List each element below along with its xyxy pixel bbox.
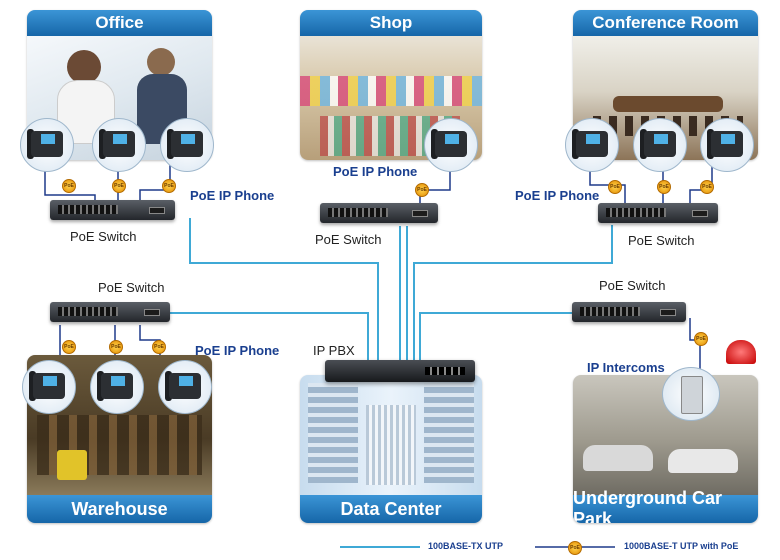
alarm-siren-icon [726, 340, 756, 364]
office-title: Office [27, 10, 212, 36]
warehouse-ip-phone-3 [158, 360, 212, 414]
poe-marker: PoE [109, 340, 123, 354]
office-ip-phone-1 [20, 118, 74, 172]
warehouse-ip-phone-2 [90, 360, 144, 414]
conference-ip-phone-2 [633, 118, 687, 172]
legend-poe-marker: PoE [568, 541, 582, 555]
conference-ip-phone-1 [565, 118, 619, 172]
office-ip-phone-2 [92, 118, 146, 172]
office-poe-switch [50, 200, 175, 220]
poe-marker: PoE [608, 180, 622, 194]
poe-marker: PoE [62, 340, 76, 354]
carpark-switch-label: PoE Switch [599, 278, 666, 293]
legend-poe-label: 1000BASE-T UTP with PoE [624, 541, 739, 551]
shop-poe-switch [320, 203, 438, 223]
shop-title: Shop [300, 10, 482, 36]
warehouse-phone-label: PoE IP Phone [195, 343, 280, 358]
conference-phone-label: PoE IP Phone [515, 188, 600, 203]
office-phone-label: PoE IP Phone [190, 188, 275, 203]
office-ip-phone-3 [160, 118, 214, 172]
conference-switch-label: PoE Switch [628, 233, 695, 248]
carpark-title: Underground Car Park [573, 488, 758, 523]
conference-poe-switch [598, 203, 718, 223]
shop-panel: Shop [300, 10, 482, 160]
conference-title: Conference Room [573, 10, 758, 36]
ip-intercom [662, 367, 720, 421]
conference-ip-phone-3 [700, 118, 754, 172]
datacenter-panel: Data Center [300, 375, 482, 523]
carpark-panel: Underground Car Park [573, 375, 758, 523]
poe-marker: PoE [415, 183, 429, 197]
warehouse-ip-phone-1 [22, 360, 76, 414]
office-switch-label: PoE Switch [70, 229, 137, 244]
warehouse-title: Warehouse [27, 495, 212, 523]
warehouse-poe-switch [50, 302, 170, 322]
warehouse-switch-label: PoE Switch [98, 280, 165, 295]
poe-marker: PoE [657, 180, 671, 194]
poe-marker: PoE [152, 340, 166, 354]
poe-marker: PoE [700, 180, 714, 194]
shop-ip-phone [424, 118, 478, 172]
poe-marker: PoE [62, 179, 76, 193]
ip-pbx-label: IP PBX [313, 343, 355, 358]
intercom-label: IP Intercoms [587, 360, 665, 375]
carpark-poe-switch [572, 302, 686, 322]
datacenter-title: Data Center [300, 495, 482, 523]
poe-marker: PoE [112, 179, 126, 193]
shop-switch-label: PoE Switch [315, 232, 382, 247]
shop-phone-label: PoE IP Phone [333, 164, 418, 179]
carpark-scene-image [573, 375, 758, 495]
poe-marker: PoE [162, 179, 176, 193]
datacenter-scene-image [300, 375, 482, 495]
legend-tx-label: 100BASE-TX UTP [428, 541, 504, 551]
ip-pbx-device [325, 360, 475, 382]
poe-marker: PoE [694, 332, 708, 346]
